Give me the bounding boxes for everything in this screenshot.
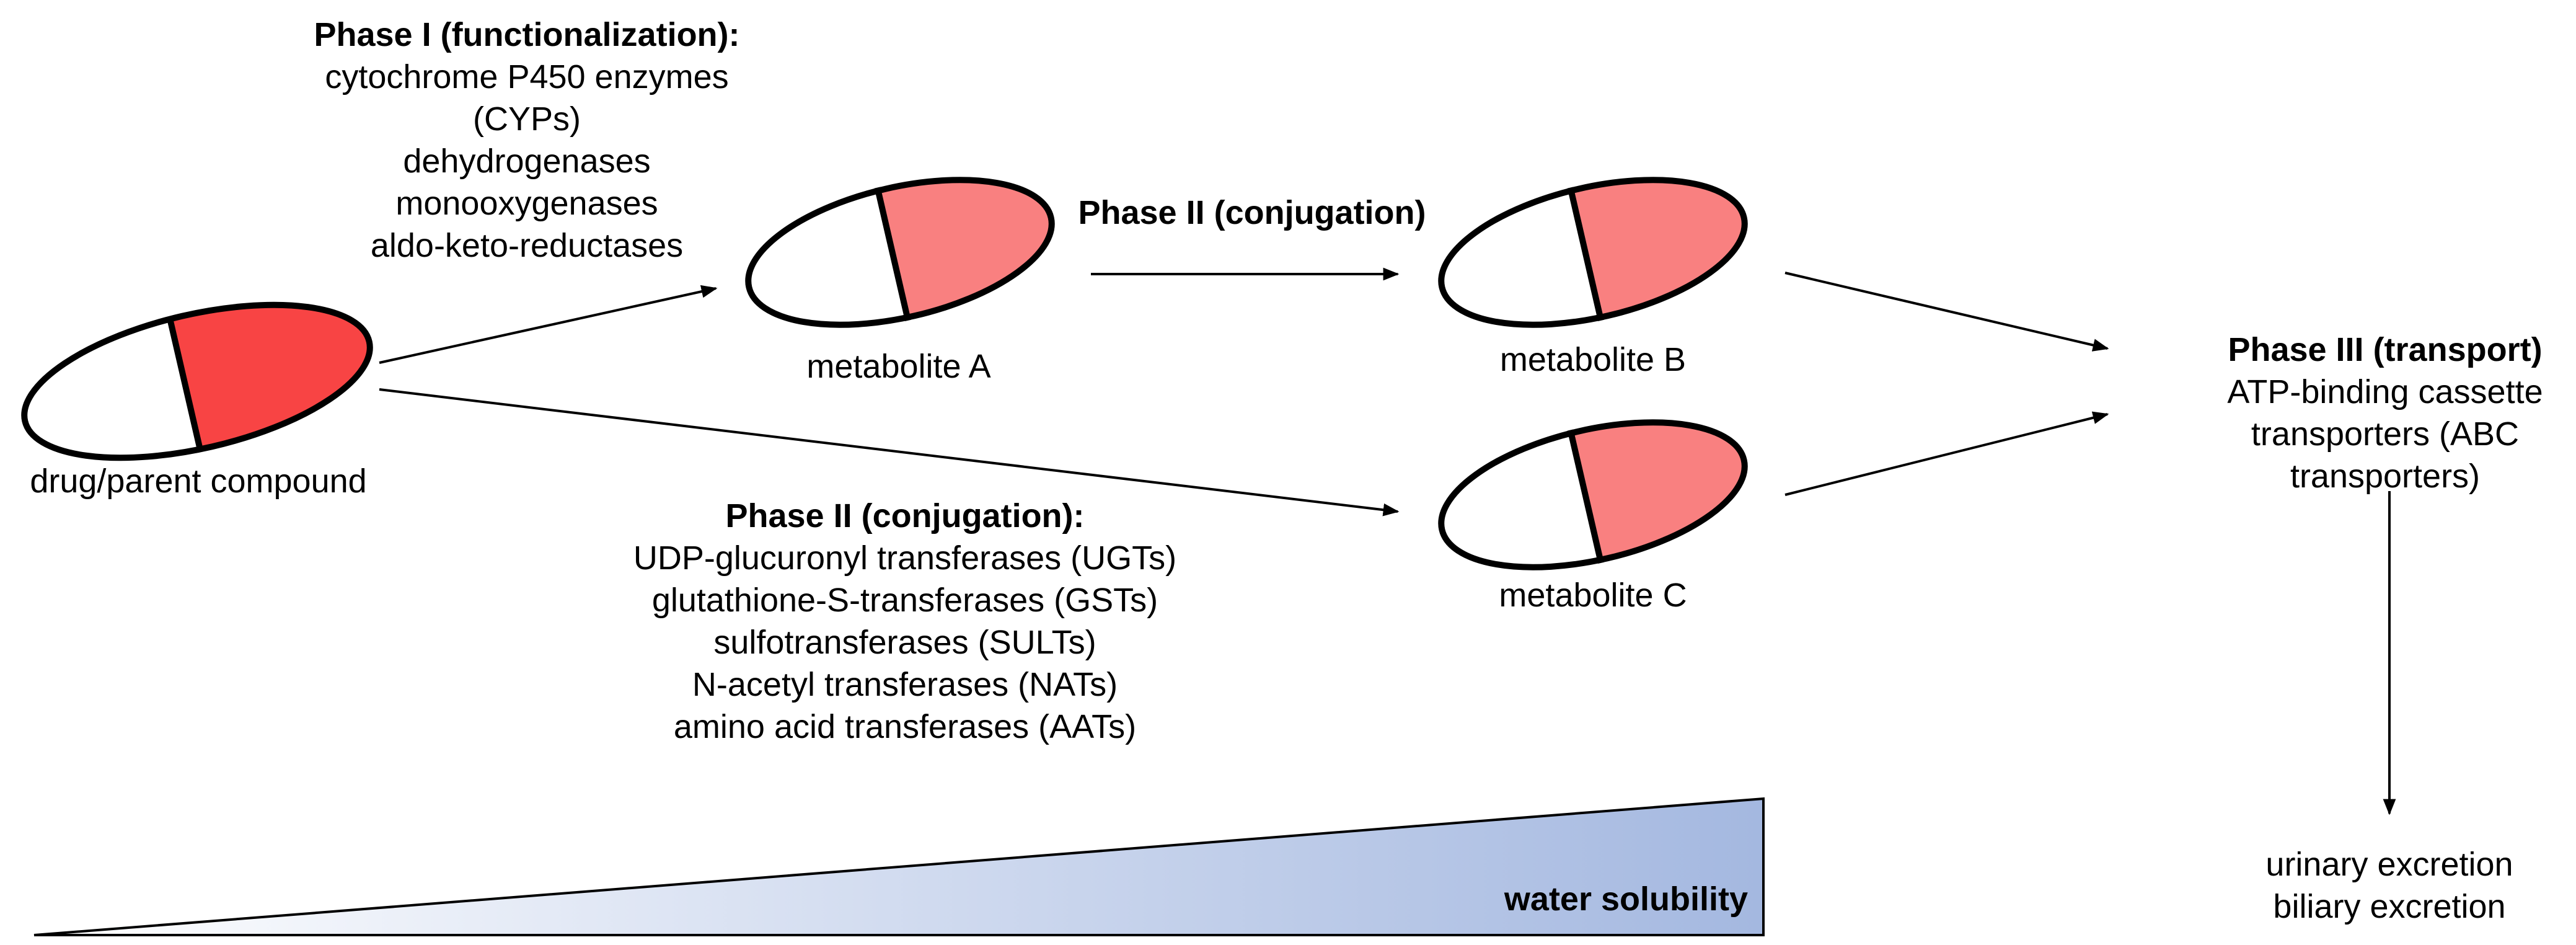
phase2-item: glutathione-S-transferases (GSTs) (651, 582, 1158, 619)
phase1-item: cytochrome P450 enzymes (325, 58, 729, 95)
water-solubility-label: water solubility (1504, 881, 1748, 918)
phase1-title: Phase I (functionalization): (314, 16, 740, 53)
phase1-item: aldo-keto-reductases (370, 227, 684, 264)
metabolite-c-label: metabolite C (1499, 577, 1687, 614)
excretion-item: urinary excretion (2265, 846, 2513, 883)
phase3-item: transporters) (2290, 458, 2481, 495)
arrow-metabolite-b-to-phase3 (1784, 272, 2109, 352)
reaction-arrows (379, 267, 2396, 815)
parent-compound-label: drug/parent compound (30, 463, 367, 500)
phase1-item: dehydrogenases (403, 143, 651, 180)
metabolite-b-label: metabolite B (1499, 341, 1687, 378)
phase2-item: sulfotransferases (SULTs) (713, 624, 1096, 661)
water-solubility-wedge (33, 797, 1765, 936)
molecule-metabolite-c (1427, 396, 1759, 593)
phase3-item: ATP-binding cassette (2227, 373, 2543, 410)
phase1-item: monooxygenases (395, 185, 658, 222)
phase2-bottom-title: Phase II (conjugation): (725, 497, 1085, 535)
phase3-item: transporters (ABC (2251, 415, 2520, 453)
excretion-item: biliary excretion (2273, 888, 2506, 925)
phase3-title: Phase III (transport) (2228, 331, 2543, 368)
arrow-parent-to-metabolite-a (379, 285, 718, 364)
molecule-metabolite-a (734, 154, 1066, 351)
phase2-item: UDP-glucuronyl transferases (UGTs) (633, 539, 1177, 577)
arrow-metabolite-c-to-phase3 (1784, 411, 2109, 496)
phase1-item: (CYPs) (473, 100, 581, 138)
phase2-item: N-acetyl transferases (NATs) (692, 666, 1118, 703)
excretion-label: urinary excretion biliary excretion (2213, 843, 2566, 928)
phase1-label: Phase I (functionalization): cytochrome … (291, 14, 762, 267)
phase2-item: amino acid transferases (AATs) (673, 708, 1137, 745)
metabolite-a-label: metabolite A (806, 348, 991, 385)
arrow-parent-to-metabolite-c (379, 388, 1400, 517)
molecule-metabolite-b (1427, 154, 1759, 351)
phase3-label: Phase III (transport) ATP-binding casset… (2194, 329, 2576, 497)
phase2-bottom-label: Phase II (conjugation): UDP-glucuronyl t… (545, 495, 1264, 748)
phase2-top-label: Phase II (conjugation) (1029, 192, 1475, 234)
phase2-top-title: Phase II (conjugation) (1078, 194, 1426, 231)
